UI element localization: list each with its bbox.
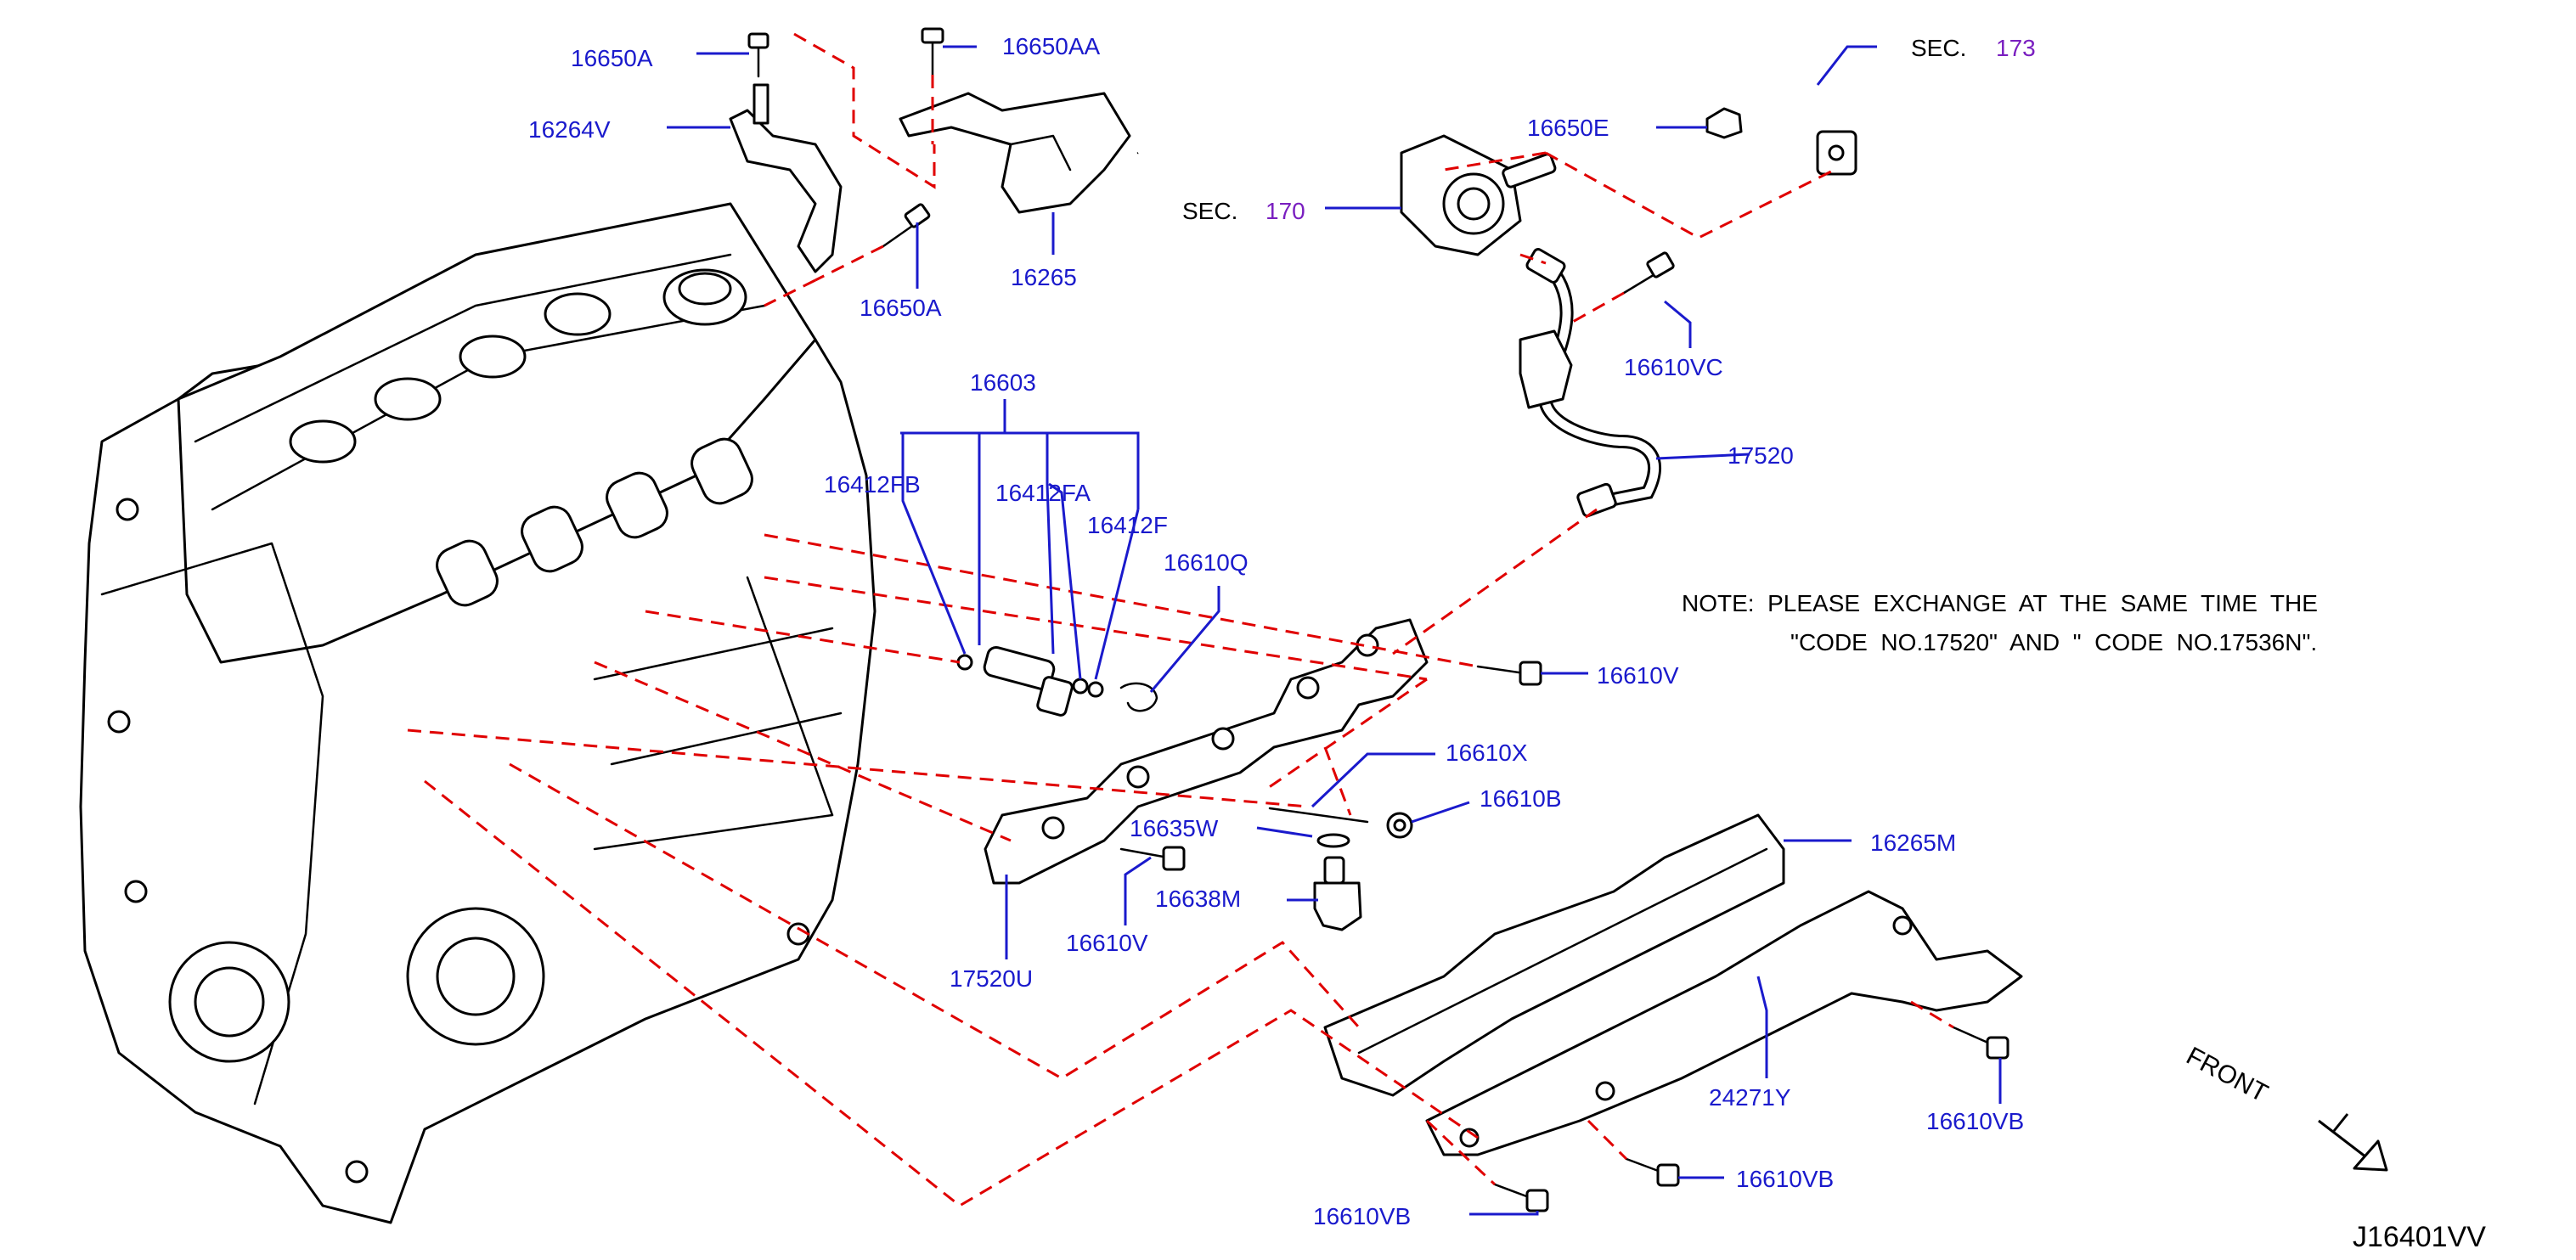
leader-lines [667, 45, 2002, 1216]
note: NOTE: PLEASE EXCHANGE AT THE SAME TIME T… [1682, 590, 2318, 655]
sec-173-prefix: SEC. [1911, 35, 1966, 61]
section-reference-173: SEC. 173 [1911, 35, 2036, 61]
label-17520u: 17520U [950, 965, 1033, 992]
nut-16610b [1386, 812, 1413, 839]
label-16610vb-right: 16610VB [1926, 1108, 2024, 1134]
label-16610vc: 16610VC [1624, 354, 1723, 380]
label-16603: 16603 [970, 369, 1036, 396]
bracket-16264v [729, 32, 843, 273]
bolt-16610v-upper [1476, 661, 1542, 686]
bolt-16610v-lower [1119, 846, 1186, 871]
section-reference-170: SEC. 170 [1182, 198, 1305, 224]
engine-block [79, 202, 877, 1224]
diagram-code: J16401VV [2353, 1221, 2486, 1253]
label-16610v-lower: 16610V [1066, 930, 1148, 956]
label-16638m: 16638M [1155, 886, 1241, 912]
label-16265m: 16265M [1870, 830, 1956, 856]
bolt-16650a-lower [882, 203, 931, 248]
sensor-16638m [1313, 856, 1362, 931]
fuel-pipe-17520 [1519, 248, 1662, 518]
bolt-16610vb-middle [1625, 1157, 1680, 1187]
cover-16265m [1323, 813, 1785, 1097]
label-16412fb: 16412FB [824, 471, 921, 498]
ring-16635w [1316, 833, 1350, 848]
label-16412f: 16412F [1087, 512, 1168, 538]
label-16650a-top: 16650A [571, 45, 653, 71]
note-line-2: "CODE NO.17520" AND " CODE NO.17536N". [1790, 629, 2317, 655]
fuel-hose-sec173 [1134, 42, 1874, 176]
label-16650e: 16650E [1527, 115, 1609, 141]
label-16412fa: 16412FA [995, 480, 1091, 506]
front-label: FRONT [2182, 1042, 2273, 1108]
stud-16610x [1268, 807, 1369, 824]
label-16635w: 16635W [1130, 815, 1219, 841]
label-16650a-lower: 16650A [860, 295, 942, 321]
label-16610vb-middle: 16610VB [1736, 1166, 1834, 1192]
label-16610b: 16610B [1480, 785, 1562, 812]
label-16650aa: 16650AA [1002, 33, 1101, 59]
high-pressure-pump-sec170 [1400, 134, 1557, 256]
label-16610q: 16610Q [1164, 549, 1249, 576]
harness-bracket-24271y [1425, 890, 2023, 1156]
label-16264v: 16264V [528, 116, 611, 143]
bolt-16650aa [921, 27, 944, 78]
bolt-16610vb-right [1952, 1026, 2010, 1060]
label-16610v-upper: 16610V [1597, 662, 1679, 689]
clip-16650e [1705, 107, 1743, 139]
sec-170-number: 170 [1265, 198, 1305, 224]
front-arrow-icon [2318, 1113, 2388, 1172]
label-16610vb-left: 16610VB [1313, 1203, 1411, 1229]
label-17520: 17520 [1728, 442, 1794, 469]
label-24271y: 24271Y [1709, 1084, 1791, 1111]
label-16265: 16265 [1011, 264, 1077, 290]
note-line-1: NOTE: PLEASE EXCHANGE AT THE SAME TIME T… [1682, 590, 2318, 616]
injector-16603 [956, 645, 1158, 717]
sec-173-number: 173 [1996, 35, 2036, 61]
front-indicator: FRONT [2182, 1042, 2388, 1172]
label-16610x: 16610X [1446, 740, 1528, 766]
injector-cover-16265 [899, 92, 1131, 214]
assembly-lines [407, 32, 1954, 1207]
part-labels: 16650A 16650AA 16264V 16650A 16265 16650… [528, 33, 2024, 1229]
sec-170-prefix: SEC. [1182, 198, 1237, 224]
bolt-16610vb-left [1493, 1183, 1549, 1212]
bolt-16610vc [1622, 251, 1675, 295]
fuel-rail-17520u [984, 618, 1429, 885]
